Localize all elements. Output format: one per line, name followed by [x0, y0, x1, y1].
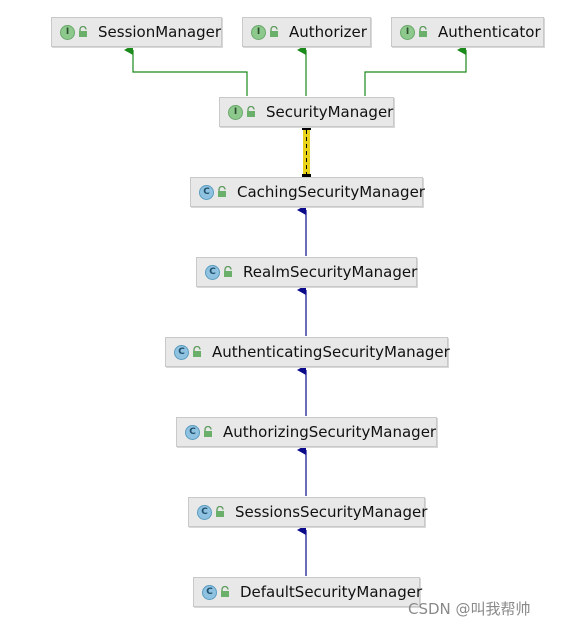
class-icon: C: [174, 344, 189, 360]
lock-icon: [193, 346, 201, 357]
node-securitymanager[interactable]: I SecurityManager: [219, 97, 394, 127]
node-label: CachingSecurityManager: [237, 183, 425, 201]
lock-icon: [216, 506, 224, 517]
node-label: SessionsSecurityManager: [235, 503, 428, 521]
node-authenticator[interactable]: I Authenticator: [391, 17, 544, 47]
node-label: AuthenticatingSecurityManager: [212, 343, 450, 361]
node-label: SessionManager: [98, 23, 221, 41]
node-authenticatingsecuritymanager[interactable]: C AuthenticatingSecurityManager: [165, 337, 450, 367]
edge-caching-implements-securitymanager: [302, 126, 311, 177]
class-icon: C: [205, 264, 220, 280]
lock-icon: [221, 586, 229, 597]
node-defaultsecuritymanager[interactable]: C DefaultSecurityManager: [193, 577, 423, 607]
class-icon: C: [202, 584, 217, 600]
node-authorizingsecuritymanager[interactable]: C AuthorizingSecurityManager: [176, 417, 437, 447]
node-sessionssecuritymanager[interactable]: C SessionsSecurityManager: [188, 497, 428, 527]
node-label: Authenticator: [438, 23, 541, 41]
class-icon: C: [185, 424, 200, 440]
edge-securitymanager-to-sessionmanager: [124, 45, 248, 96]
interface-icon: I: [60, 24, 75, 40]
node-label: AuthorizingSecurityManager: [223, 423, 437, 441]
node-label: SecurityManager: [266, 103, 394, 121]
edge-securitymanager-to-authenticator: [364, 45, 467, 96]
node-authorizer[interactable]: I Authorizer: [242, 17, 371, 47]
interface-icon: I: [251, 24, 266, 40]
lock-icon: [204, 426, 212, 437]
node-cachingsecuritymanager[interactable]: C CachingSecurityManager: [190, 177, 425, 207]
node-label: Authorizer: [289, 23, 367, 41]
node-label: RealmSecurityManager: [243, 263, 418, 281]
node-sessionmanager[interactable]: I SessionManager: [51, 17, 222, 47]
lock-icon: [218, 186, 226, 197]
lock-icon: [247, 106, 255, 117]
interface-icon: I: [400, 24, 415, 40]
lock-icon: [224, 266, 232, 277]
lock-icon: [79, 26, 87, 37]
node-label: DefaultSecurityManager: [240, 583, 423, 601]
class-icon: C: [197, 504, 212, 520]
interface-icon: I: [228, 104, 243, 120]
node-realmsecuritymanager[interactable]: C RealmSecurityManager: [196, 257, 417, 287]
watermark: CSDN @叫我帮帅: [408, 600, 531, 618]
lock-icon: [270, 26, 278, 37]
class-icon: C: [199, 184, 214, 200]
lock-icon: [419, 26, 427, 37]
